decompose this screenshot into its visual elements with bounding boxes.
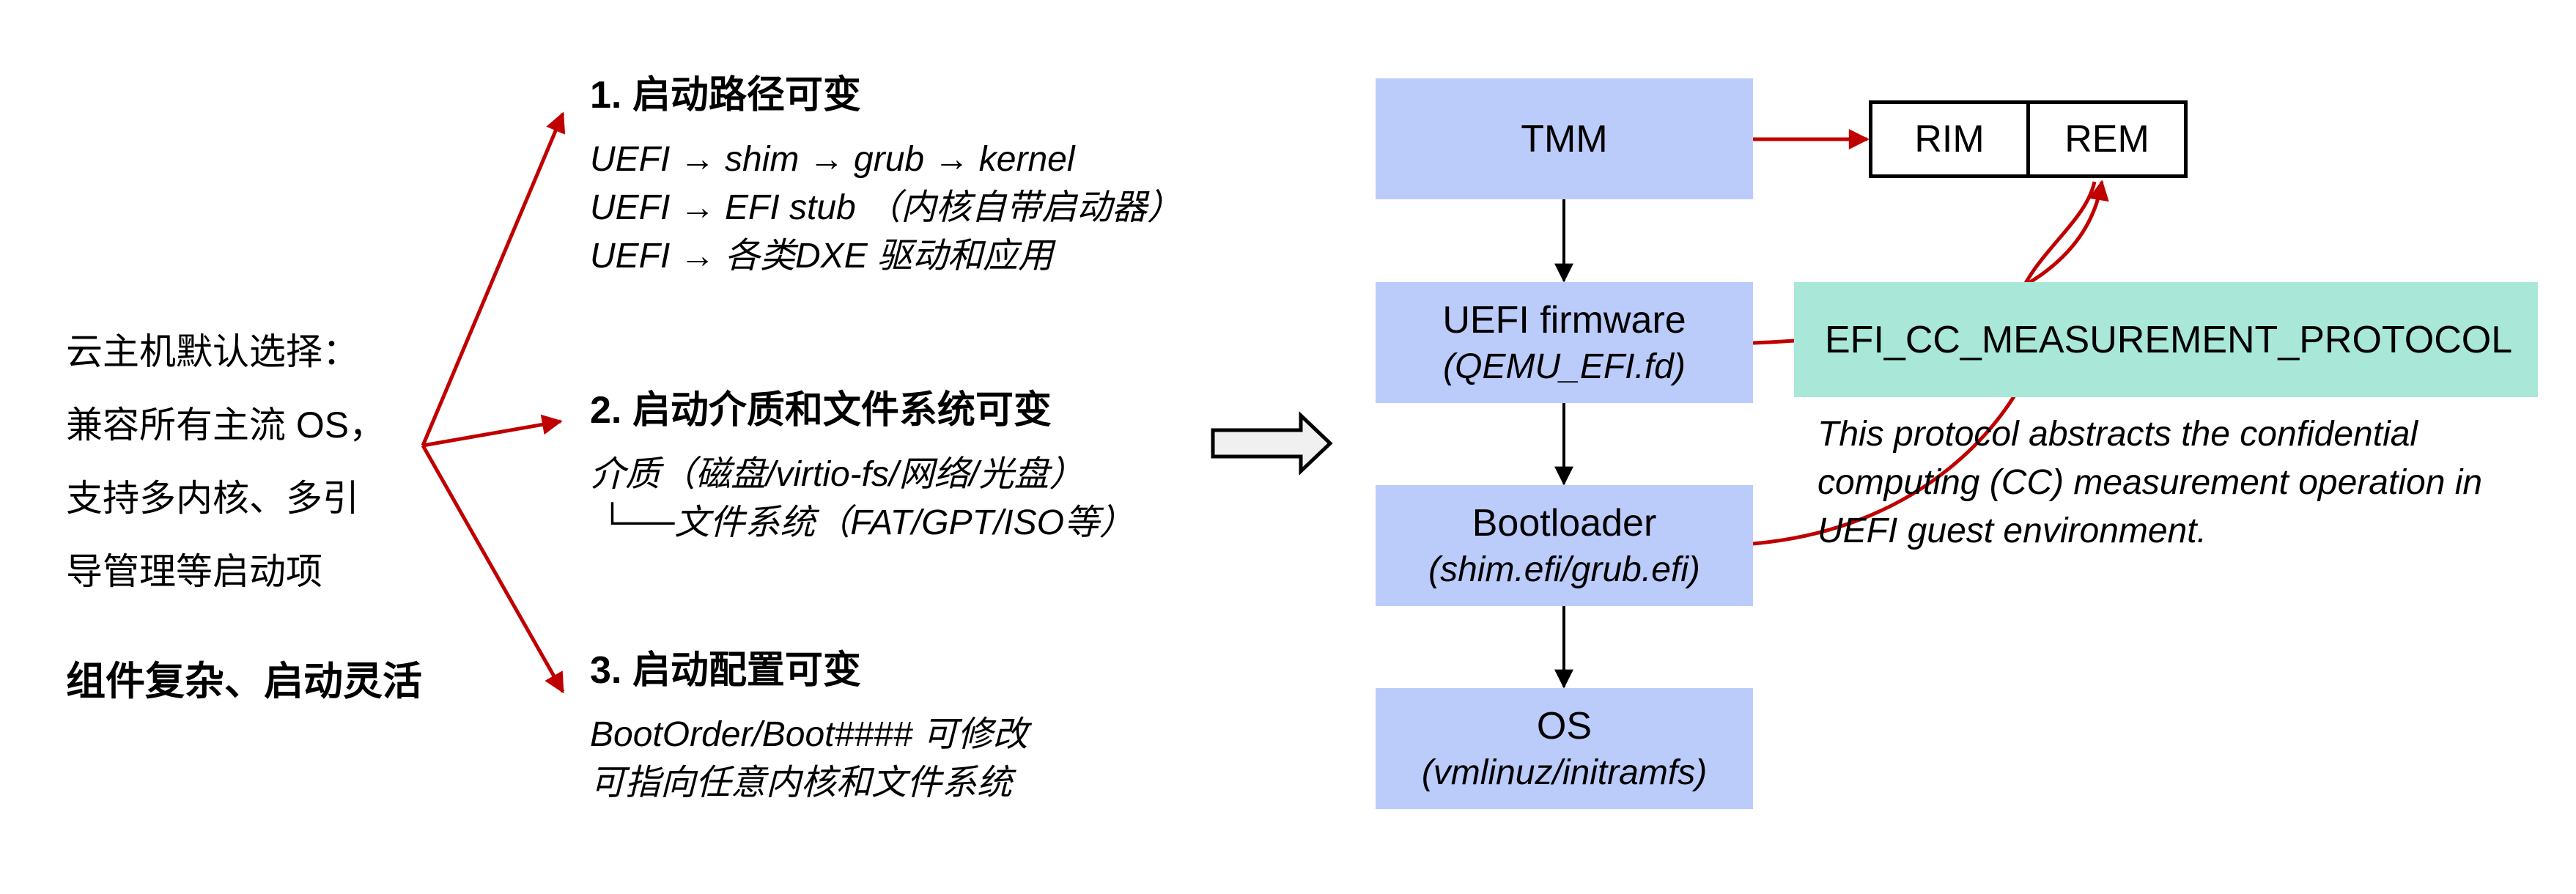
protocol-box: EFI_CC_MEASUREMENT_PROTOCOL xyxy=(1794,282,2538,397)
section-line: UEFI → EFI stub （内核自带启动器） xyxy=(590,188,1183,227)
summary-line: 导管理等启动项 xyxy=(66,551,322,592)
register-rem: REM xyxy=(2026,104,2184,174)
flow-box-label: OS xyxy=(1536,704,1593,747)
flow-box-sublabel: (shim.efi/grub.efi) xyxy=(1428,550,1700,589)
summary-conclusion: 组件复杂、启动灵活 xyxy=(66,660,422,703)
hollow-right-arrow-icon xyxy=(1211,411,1333,476)
fan-arrow-media xyxy=(422,414,563,448)
fan-arrow-path xyxy=(421,111,566,446)
register-rim: RIM xyxy=(1914,118,1985,160)
summary-line: 支持多内核、多引 xyxy=(66,478,359,519)
flow-box-tmm: TMM xyxy=(1376,78,1753,199)
protocol-description: This protocol abstracts the confidential… xyxy=(1817,415,2483,550)
section-line: UEFI → shim → grub → kernel xyxy=(590,140,1075,179)
flow-box-label: UEFI firmware xyxy=(1442,298,1686,341)
flow-box-bootloader: Bootloader (shim.efi/grub.efi) xyxy=(1376,485,1753,606)
section-line: UEFI → 各类DXE 驱动和应用 xyxy=(590,237,1054,276)
flow-box-sublabel: (vmlinuz/initramfs) xyxy=(1421,753,1708,792)
section-boot-media: 2. 启动介质和文件系统可变 介质（磁盘/virtio-fs/网络/光盘） └─… xyxy=(590,385,1134,547)
section-line: 介质（磁盘/virtio-fs/网络/光盘） xyxy=(590,455,1085,494)
flow-box-label: Bootloader xyxy=(1472,501,1657,544)
flow-box-uefi-firmware: UEFI firmware (QEMU_EFI.fd) xyxy=(1376,282,1753,403)
summary-line: 兼容所有主流 OS， xyxy=(66,404,386,446)
section-title: 1. 启动路径可变 xyxy=(590,74,861,117)
section-title: 3. 启动配置可变 xyxy=(590,649,861,692)
section-title: 2. 启动介质和文件系统可变 xyxy=(590,389,1052,432)
flow-box-os: OS (vmlinuz/initramfs) xyxy=(1376,688,1753,809)
section-line: 可指向任意内核和文件系统 xyxy=(590,764,1013,802)
section-boot-path: 1. 启动路径可变 UEFI → shim → grub → kernel UE… xyxy=(590,70,1182,281)
measurement-registers: RIM REM xyxy=(1869,100,2188,178)
section-line: └──文件系统（FAT/GPT/ISO等） xyxy=(590,503,1134,542)
summary-line: 云主机默认选择： xyxy=(66,331,359,372)
left-summary: 云主机默认选择： 兼容所有主流 OS， 支持多内核、多引 导管理等启动项 xyxy=(66,315,385,608)
section-boot-config: 3. 启动配置可变 BootOrder/Boot#### 可修改 可指向任意内核… xyxy=(590,645,1028,808)
flow-box-sublabel: (QEMU_EFI.fd) xyxy=(1443,347,1686,386)
flow-box-label: TMM xyxy=(1521,117,1608,160)
section-line: BootOrder/Boot#### 可修改 xyxy=(590,715,1028,754)
fan-arrow-config xyxy=(421,444,565,694)
